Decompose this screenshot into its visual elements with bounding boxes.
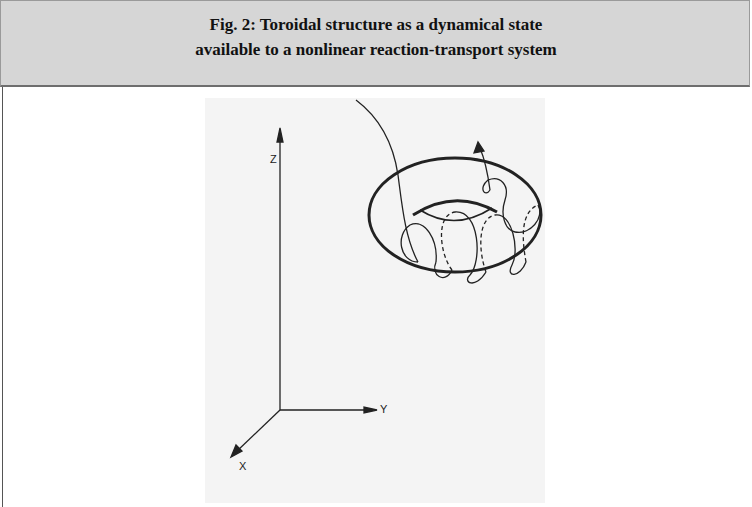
axis-label: Y (380, 403, 387, 415)
axis-label: X (239, 460, 246, 472)
figure-ground (205, 98, 545, 503)
frame-line (2, 87, 3, 507)
figure-title: Fig. 2: Toroidal structure as a dynamica… (141, 12, 611, 62)
axis-label: Z (270, 153, 277, 165)
